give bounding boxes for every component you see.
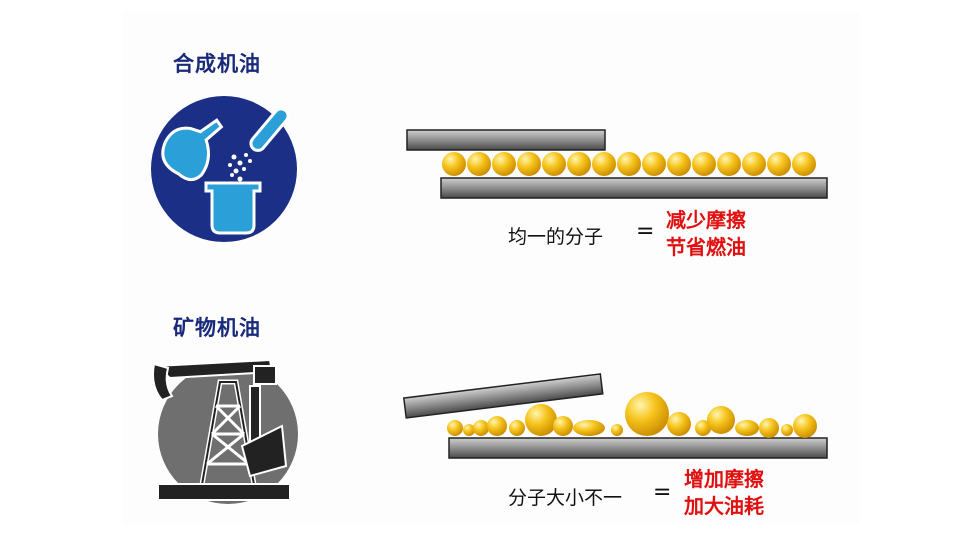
synthetic-result-line1: 减少摩擦 <box>666 208 746 232</box>
uniform-molecules-illustration <box>406 129 828 199</box>
synthetic-oil-title: 合成机油 <box>173 52 261 76</box>
lower-plate <box>448 437 828 459</box>
mineral-oil-title: 矿物机油 <box>173 316 261 340</box>
irregular-molecules <box>447 392 817 438</box>
upper-plate <box>406 129 606 151</box>
mineral-result-line2: 加大油耗 <box>684 494 764 518</box>
synthetic-equation-label: 均一的分子 <box>508 226 604 248</box>
synthetic-equals-sign: = <box>636 219 655 244</box>
oil-pumpjack-icon <box>152 358 298 504</box>
lower-plate <box>440 177 828 199</box>
mineral-equals-sign: = <box>653 480 672 505</box>
uniform-molecules <box>442 152 816 176</box>
irregular-molecules-illustration <box>402 373 828 459</box>
lab-flask-icon <box>151 96 297 242</box>
mineral-equation-label: 分子大小不一 <box>508 487 623 509</box>
synthetic-result-line2: 节省燃油 <box>666 235 746 259</box>
upper-plate-tilted <box>402 373 604 419</box>
mineral-result-line1: 增加摩擦 <box>684 467 764 491</box>
